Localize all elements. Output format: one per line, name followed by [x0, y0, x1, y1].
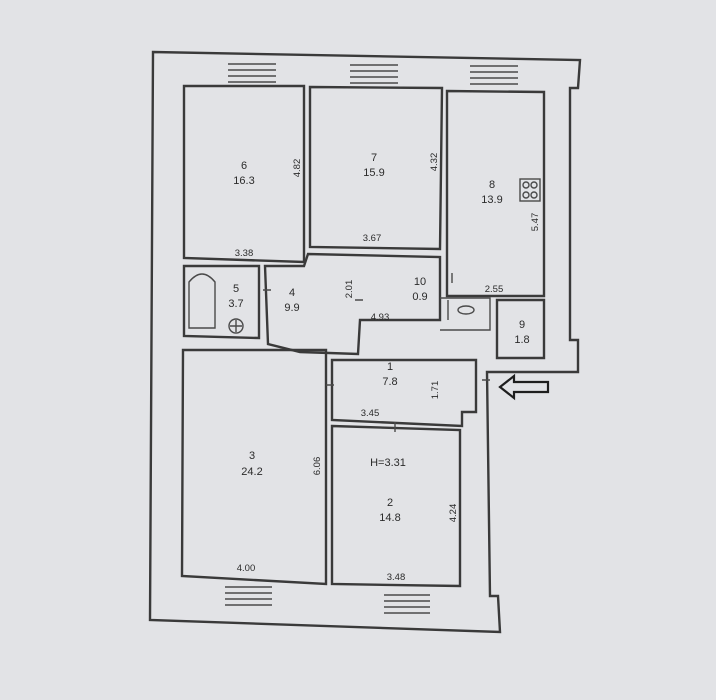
- room-4-area: 9.9: [284, 302, 299, 314]
- room-9-number: 9: [519, 319, 525, 331]
- dim-3-45: 3.45: [361, 408, 380, 419]
- room-10-area: 0.9: [412, 291, 427, 303]
- room-4-outline: [263, 252, 442, 356]
- dim-2-01: 2.01: [344, 280, 355, 299]
- dim-4-24: 4.24: [448, 504, 459, 523]
- dim-4-00: 4.00: [237, 563, 256, 574]
- outer-wall: [148, 50, 582, 634]
- dim-4-32: 4.32: [429, 153, 440, 172]
- stove-icon: [519, 178, 541, 202]
- sink-icon: [457, 305, 475, 315]
- room-8-outline: [445, 89, 546, 298]
- room-5-area: 3.7: [228, 298, 243, 310]
- bathtub-icon: [188, 273, 216, 329]
- room-6-number: 6: [241, 160, 247, 172]
- dim-2-55: 2.55: [485, 284, 504, 295]
- room-7-number: 7: [371, 152, 377, 164]
- room-10-number: 10: [414, 276, 426, 288]
- dim-3-38: 3.38: [235, 248, 254, 259]
- room-2-area: 14.8: [379, 512, 400, 524]
- dim-5-47: 5.47: [530, 213, 541, 232]
- dim-1-71: 1.71: [430, 381, 441, 400]
- room-9-area: 1.8: [514, 334, 529, 346]
- entrance-arrow-icon: [498, 373, 550, 401]
- window-marks-bottom: [225, 586, 430, 614]
- room-2-number: 2: [387, 497, 393, 509]
- room-1-outline: [330, 358, 478, 428]
- room-1-number: 1: [387, 361, 393, 373]
- dim-6-06: 6.06: [312, 457, 323, 476]
- ceiling-height: H=3.31: [370, 457, 406, 469]
- room-7-area: 15.9: [363, 167, 384, 179]
- room-4-number: 4: [289, 287, 295, 299]
- room-1-area: 7.8: [382, 376, 397, 388]
- room-5-outline: [182, 264, 261, 340]
- room-7-outline: [308, 85, 444, 251]
- room-3-area: 24.2: [241, 466, 262, 478]
- room-8-area: 13.9: [481, 194, 502, 206]
- room-10-partition: [440, 297, 491, 331]
- window-marks-top: [228, 63, 518, 85]
- room-6-area: 16.3: [233, 175, 254, 187]
- room-2-outline: [330, 424, 462, 588]
- dim-3-48: 3.48: [387, 572, 406, 583]
- room-3-number: 3: [249, 450, 255, 462]
- dim-4-82: 4.82: [292, 159, 303, 178]
- room-3-outline: [180, 348, 328, 586]
- room-5-number: 5: [233, 283, 239, 295]
- room-9-outline: [495, 298, 546, 360]
- door-marks: [263, 273, 490, 432]
- washbasin-icon: [228, 318, 244, 334]
- dim-3-67: 3.67: [363, 233, 382, 244]
- room-8-number: 8: [489, 179, 495, 191]
- room-6-outline: [182, 84, 306, 264]
- dim-4-93: 4.93: [371, 312, 390, 323]
